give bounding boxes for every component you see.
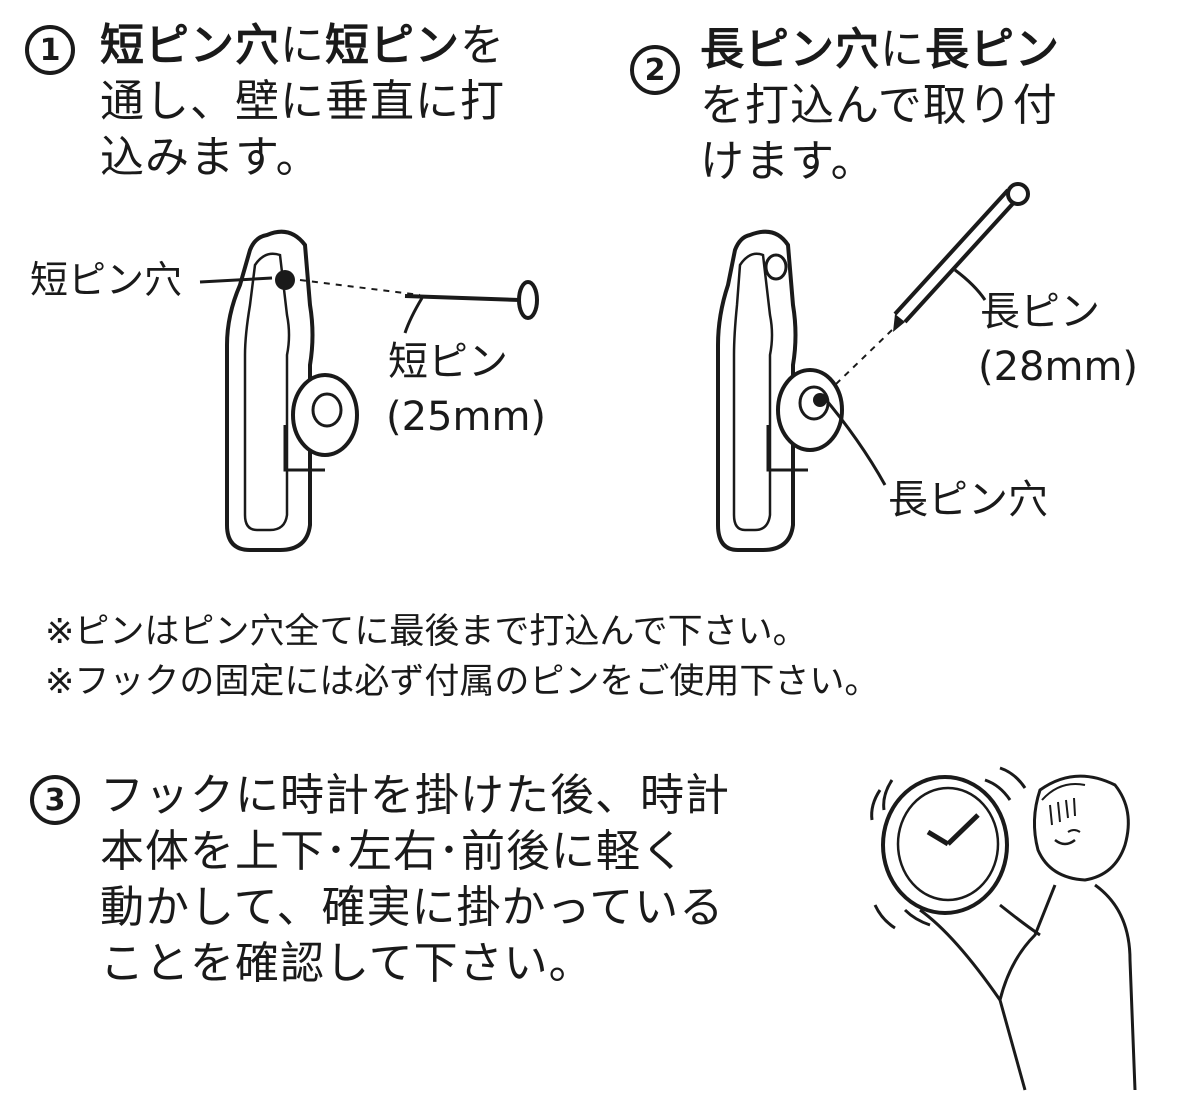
step-1-instruction: 短ピン穴に短ピンを 通し、壁に垂直に打 込みます。 (100, 18, 505, 186)
step-3-line-1: フックに時計を掛けた後、時計 (100, 770, 730, 821)
step-2-number: 2 (630, 45, 680, 95)
wall-hook-icon (225, 229, 359, 552)
step-1-particle-2: を (460, 20, 505, 71)
long-pin-label: 長ピン (980, 289, 1100, 335)
step-3-line-3: 動かして、確実に掛かっている (100, 882, 725, 933)
step-1-emph-pin: 短ピン (325, 20, 460, 71)
step-3-number: 3 (30, 775, 80, 825)
long-pin-hole-label: 長ピン穴 (888, 477, 1048, 523)
short-pin-label: 短ピン (388, 339, 508, 385)
step-1-line-1: 短ピン穴に短ピンを (100, 18, 505, 74)
step-2-particle: に (880, 24, 925, 75)
step-2-emph-hole: 長ピン穴 (700, 24, 880, 75)
wall-hook-icon (716, 229, 844, 552)
step-3-line-4: ことを確認して下さい。 (100, 938, 594, 989)
step-1-line-3: 込みます。 (100, 132, 321, 183)
step-1-particle: に (280, 20, 325, 71)
step-1-emph-hole: 短ピン穴 (100, 20, 280, 71)
step-2-line-3: けます。 (700, 136, 876, 187)
step-3-instruction: フックに時計を掛けた後、時計 本体を上下･左右･前後に軽く 動かして、確実に掛か… (100, 768, 730, 992)
person-holding-clock-icon (870, 766, 1137, 1091)
step-2-instruction: 長ピン穴に長ピン を打込んで取り付 けます。 (700, 22, 1060, 190)
short-pin-hole-label: 短ピン穴 (30, 258, 183, 302)
long-pin-size: (28mm) (978, 344, 1139, 390)
step-1-number: 1 (25, 25, 75, 75)
note-2: ※フックの固定には必ず付属のピンをご使用下さい。 (45, 662, 880, 702)
step-2-line-2: を打込んで取り付 (700, 80, 1058, 131)
step-1-line-2: 通し、壁に垂直に打 (100, 76, 505, 127)
step-2-line-1: 長ピン穴に長ピン (700, 22, 1060, 78)
note-1: ※ピンはピン穴全てに最後まで打込んで下さい。 (45, 612, 808, 652)
short-pin-icon (403, 280, 539, 334)
step-3-line-2: 本体を上下･左右･前後に軽く (100, 826, 686, 877)
short-pin-hole-leader (199, 276, 421, 296)
step-2-emph-pin: 長ピン (925, 24, 1060, 75)
short-pin-size: (25mm) (386, 394, 547, 440)
long-pin-icon (820, 182, 1030, 486)
